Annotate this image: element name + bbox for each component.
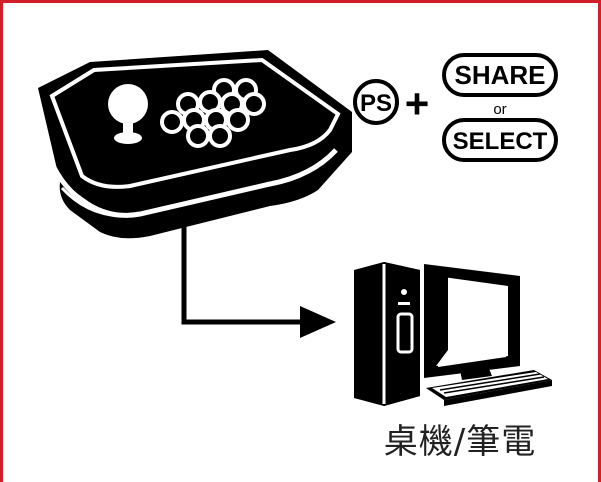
keyboard-icon [426, 370, 552, 406]
action-buttons [160, 78, 266, 148]
button-combo: PS + SHARE or SELECT [353, 53, 558, 162]
connection-arrow [181, 214, 336, 338]
destination-caption: 桌機/筆電 [383, 422, 537, 462]
joystick-icon [108, 84, 148, 144]
share-button-icon: SHARE [442, 53, 558, 97]
arcade-stick-icon [38, 50, 352, 239]
select-label: SELECT [453, 128, 548, 155]
monitor-icon [424, 264, 520, 380]
ps-button-icon: PS [353, 79, 399, 125]
share-label: SHARE [454, 60, 545, 90]
plus-sign: + [405, 80, 430, 127]
desktop-computer-icon [354, 262, 552, 406]
or-label: or [493, 101, 506, 118]
ps-label: PS [360, 90, 392, 117]
select-button-icon: SELECT [442, 118, 558, 162]
pc-tower-icon [354, 262, 420, 406]
